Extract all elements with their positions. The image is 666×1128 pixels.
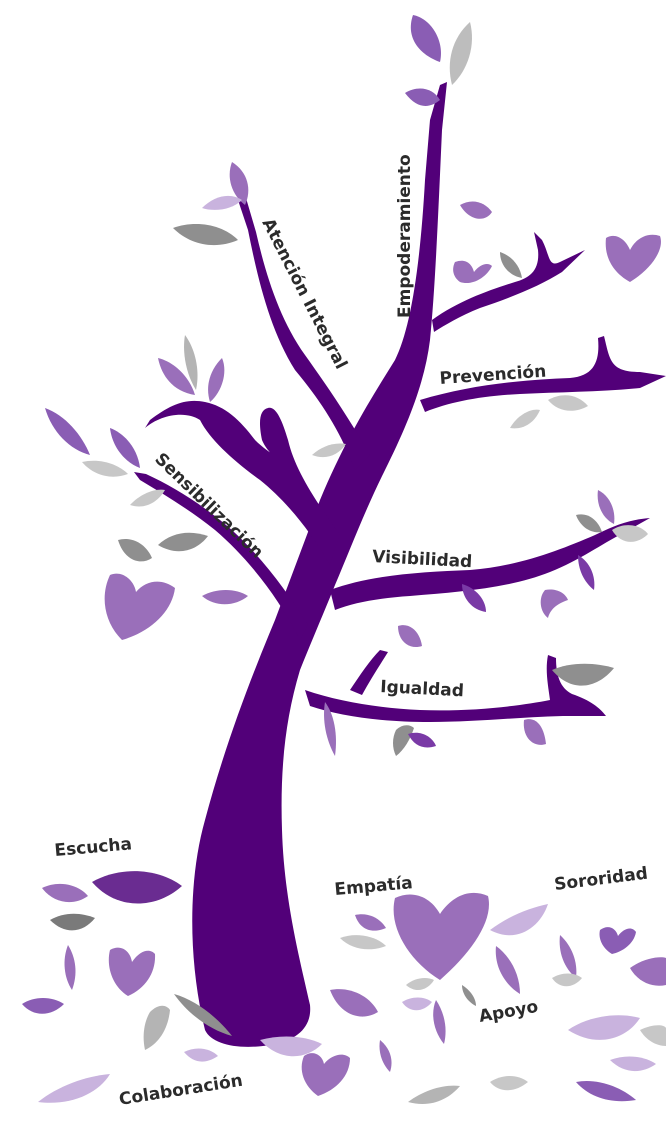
leaf [460,201,492,219]
leaf [340,935,386,950]
leaf [462,584,486,612]
leaf [453,260,492,284]
leaves [22,15,666,1105]
leaf [500,252,522,278]
leaf [22,998,64,1014]
leaf [576,514,602,533]
leaf [110,428,140,468]
leaf [260,1036,322,1057]
branch-label-igualdad: Igualdad [380,677,465,701]
leaf [330,989,378,1017]
branch-visibilidad [330,518,650,610]
branch-label-visibilidad: Visibilidad [372,547,473,572]
leaf [184,335,198,390]
tree [134,82,666,1047]
leaf [597,490,615,524]
leaf [548,395,588,411]
leaf [202,195,242,210]
branch-igualdad [305,655,606,722]
leaf [184,1048,218,1062]
branch-upper-right [432,232,585,332]
leaf [490,1076,528,1091]
leaf [640,1025,666,1046]
leaf [578,555,595,590]
branch-prevencion [420,336,666,412]
ground-label-apoyo: Apoyo [477,997,539,1027]
leaf [405,88,440,106]
tree-trunk [192,82,447,1047]
leaf [576,1080,636,1102]
leaf [402,997,432,1011]
leaf [104,573,175,640]
branch-atencion-integral [238,198,370,470]
leaf [324,702,336,756]
leaf [379,1040,392,1072]
leaf [610,1056,656,1072]
leaf [510,409,540,429]
leaf [393,892,489,980]
leaf [158,358,195,395]
leaf [208,358,225,402]
leaf [108,947,156,996]
leaf [202,590,248,605]
ground-label-escucha: Escucha [54,834,133,861]
leaf [64,945,76,990]
leaf [408,1085,460,1105]
leaf [42,883,88,903]
leaf [568,1015,640,1040]
branch-label-empoderamiento: Empoderamiento [395,154,415,318]
leaf [605,234,661,282]
ground-label-colaboracion: Colaboración [118,1071,244,1110]
leaf [229,162,249,205]
leaf [599,927,636,954]
leaf [355,914,386,931]
leaf [158,532,208,552]
leaf [173,224,238,246]
leaf [406,977,434,991]
branch-sensibilizacion [145,400,340,565]
ground-label-sororidad: Sororidad [553,864,649,895]
leaf [523,719,546,745]
leaf [92,871,182,904]
leaf [45,408,90,455]
leaf [540,589,568,618]
leaf [143,1005,170,1050]
leaf [449,22,472,85]
leaf [398,625,422,648]
leaf [50,913,95,931]
leaf [495,946,520,994]
leaf [38,1074,110,1103]
leaf [552,973,582,987]
leaf [462,985,476,1006]
leaf [130,489,165,507]
branch-igualdad-twig [350,650,388,695]
leaf [393,725,414,756]
leaf [408,732,436,748]
leaf [559,935,577,978]
leaf [490,904,548,936]
leaf [630,957,666,986]
leaf [118,538,152,562]
leaf [410,15,441,62]
leaf [433,1000,446,1044]
leaf [82,460,128,477]
leaf [612,525,648,542]
leaf [301,1053,350,1096]
leaf [174,994,232,1036]
leaf [312,443,346,458]
leaf [552,663,614,686]
